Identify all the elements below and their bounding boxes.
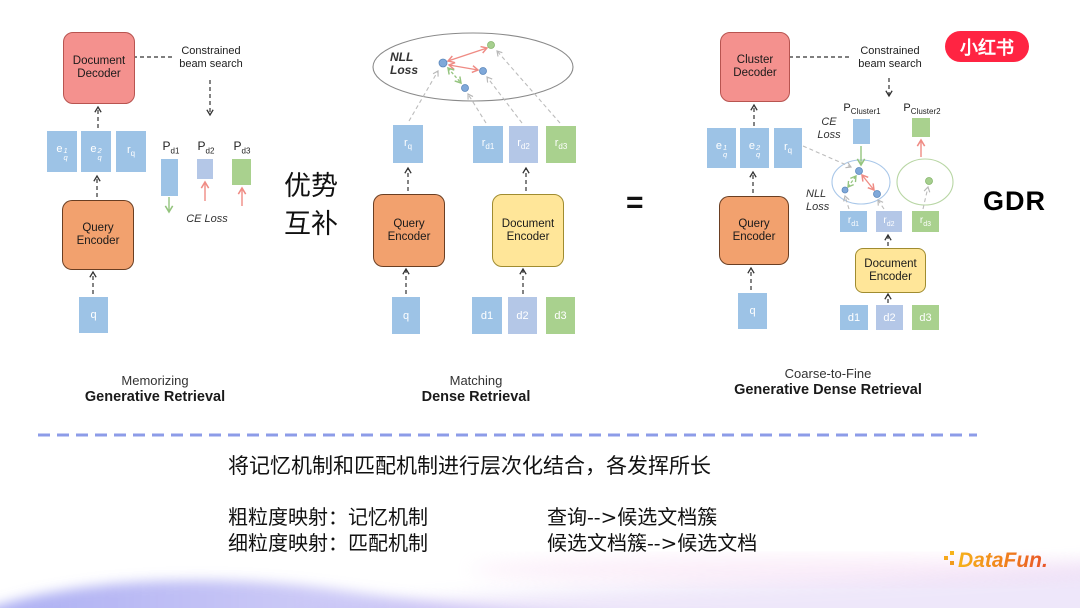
nll-loss-label: NLL Loss <box>390 50 419 77</box>
document-encoder-box: Document Encoder <box>855 248 926 293</box>
summary-text: 将记忆机制和匹配机制进行层次化结合，各发挥所长 <box>228 454 711 478</box>
rd2-box: rd2 <box>876 211 902 232</box>
query-box: q <box>738 293 767 329</box>
prob-bar-d3 <box>232 159 251 185</box>
prob-bar-d2 <box>197 159 213 179</box>
query-box: q <box>79 297 108 333</box>
cluster1-ellipse <box>831 159 891 205</box>
pcluster2-label: PCluster2 <box>903 102 941 117</box>
doc-box-d2: d2 <box>508 297 537 334</box>
doc-point <box>873 190 881 198</box>
gray-dashed-arrow-icon <box>877 199 885 210</box>
caption-top: Coarse-to-Fine <box>784 366 872 381</box>
rq-box: rq <box>393 125 423 163</box>
doc-box-d1: d1 <box>840 305 868 330</box>
datafun-dot-icon <box>950 551 954 555</box>
query-encoder-label: Query Encoder <box>76 222 120 247</box>
cluster2-ellipse <box>896 158 954 206</box>
gray-dashed-arrow-icon <box>486 76 523 124</box>
datafun-dot-icon <box>950 561 954 565</box>
mapping-fine-flow: 候选文档簇-->候选文档 <box>547 531 758 555</box>
prob-label-pd3: Pd3 <box>233 139 251 156</box>
mapping-fine-label: 细粒度映射：匹配机制 <box>228 531 428 555</box>
prob-label-pd2: Pd2 <box>197 139 215 156</box>
document-encoder-label: Document Encoder <box>864 257 917 283</box>
datafun-dot-icon <box>944 556 948 560</box>
doc-box-d1: d1 <box>472 297 502 334</box>
rd3-box: rd3 <box>546 126 576 163</box>
red-double-arrow-icon <box>447 61 480 74</box>
middle-caption: Matching Dense Retrieval <box>391 373 561 405</box>
document-decoder-label: Document Decoder <box>72 55 126 80</box>
caption-top: Memorizing <box>121 373 189 388</box>
prob-label-pd1: Pd1 <box>162 139 180 156</box>
complement-label: 优势 互补 <box>284 171 338 240</box>
gray-dashed-arrow-icon <box>843 194 850 210</box>
query-encoder-label: Query Encoder <box>387 217 431 243</box>
gray-dashed-arrow-icon <box>496 50 561 124</box>
xiaohongshu-logo: 小红书 <box>945 31 1029 62</box>
nll-loss-label: NLL Loss <box>806 188 830 213</box>
document-encoder-label: Document Encoder <box>501 217 555 243</box>
left-caption: Memorizing Generative Retrieval <box>70 373 240 405</box>
doc-point <box>461 84 469 92</box>
doc-box-d3: d3 <box>546 297 575 334</box>
query-point <box>855 167 863 175</box>
ce-loss-label: CE Loss <box>817 116 841 141</box>
embedding-box-rq: rq <box>116 131 146 172</box>
query-encoder-label: Query Encoder <box>732 217 776 243</box>
beam-search-label: Constrained beam search <box>179 45 243 70</box>
document-encoder-box: Document Encoder <box>492 194 564 267</box>
doc-point <box>479 67 487 75</box>
mapping-coarse-flow: 查询-->候选文档簇 <box>547 505 718 529</box>
footer-swoosh <box>0 557 1080 608</box>
rd3-box: rd3 <box>912 211 939 232</box>
gray-dashed-arrow-icon <box>802 145 853 169</box>
caption-top: Matching <box>449 373 503 388</box>
rd1-box: rd1 <box>473 126 503 163</box>
right-caption: Coarse-to-Fine Generative Dense Retrieva… <box>728 366 928 398</box>
embedding-box-rq: rq <box>774 128 802 168</box>
gray-dashed-arrow-icon <box>408 70 439 122</box>
caption-bottom: Generative Dense Retrieval <box>734 382 922 398</box>
pcluster1-bar <box>853 119 870 144</box>
gray-dashed-arrow-icon <box>467 93 487 124</box>
query-encoder-box: Query Encoder <box>373 194 445 267</box>
datafun-logo: DataFun. <box>958 549 1048 572</box>
ce-loss-label: CE Loss <box>186 213 228 225</box>
query-box: q <box>392 297 420 334</box>
query-encoder-box: Query Encoder <box>62 200 134 270</box>
cluster-decoder-label: Cluster Decoder <box>733 54 777 79</box>
doc-box-d3: d3 <box>912 305 939 330</box>
doc-box-d2: d2 <box>876 305 903 330</box>
doc-point <box>841 186 849 194</box>
doc-point-green <box>925 177 933 185</box>
gray-dashed-arrow-icon <box>922 185 931 210</box>
green-dashed-double-arrow-icon <box>847 174 857 189</box>
query-point <box>438 58 448 68</box>
prob-bar-d1 <box>161 159 178 196</box>
pcluster2-bar <box>912 118 930 137</box>
green-dashed-double-arrow-icon <box>447 66 462 85</box>
mapping-coarse-label: 粗粒度映射：记忆机制 <box>228 505 428 529</box>
caption-bottom: Dense Retrieval <box>421 389 531 405</box>
red-double-arrow-icon <box>861 173 875 192</box>
query-encoder-box: Query Encoder <box>719 196 789 265</box>
caption-bottom: Generative Retrieval <box>84 389 226 405</box>
rd2-box: rd2 <box>509 126 538 163</box>
rd1-box: rd1 <box>840 211 867 232</box>
document-decoder-box: Document Decoder <box>63 32 135 104</box>
beam-search-label: Constrained beam search <box>858 45 922 70</box>
cluster-decoder-box: Cluster Decoder <box>720 32 790 102</box>
doc-point-green <box>487 41 495 49</box>
pcluster1-label: PCluster1 <box>843 102 881 117</box>
red-double-arrow-icon <box>446 45 489 64</box>
gdr-label: GDR <box>983 186 1046 216</box>
equals-sign: = <box>626 186 644 219</box>
